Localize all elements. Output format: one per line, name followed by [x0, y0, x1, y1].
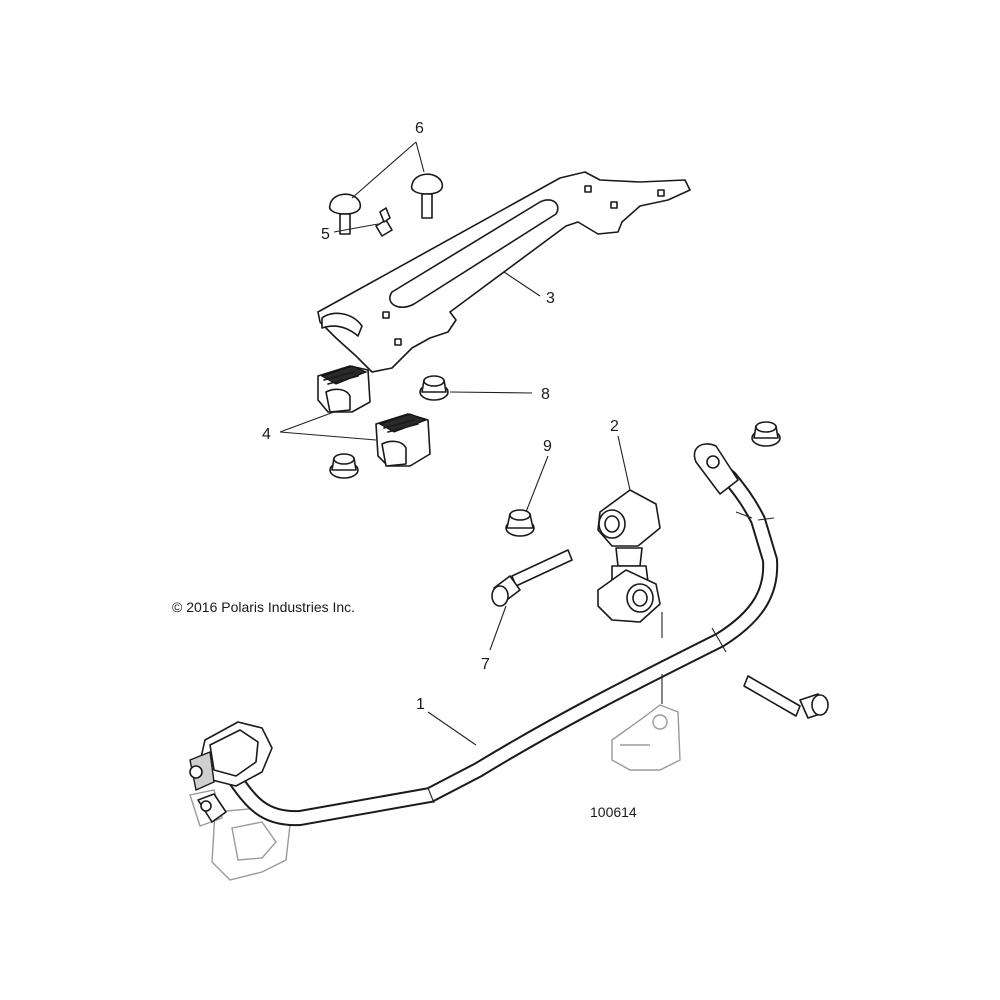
- flange-nut-item9: [505, 509, 535, 537]
- stabilizer-bar: [224, 443, 779, 827]
- callout-1: 1: [416, 696, 425, 713]
- end-link: [597, 489, 661, 623]
- callout-3: 3: [546, 290, 555, 307]
- carriage-bolt-right: [410, 173, 444, 219]
- mounting-bracket: [317, 171, 691, 373]
- copyright-notice: © 2016 Polaris Industries Inc.: [172, 599, 356, 615]
- grease-fitting: [375, 207, 393, 237]
- leader-lines: [279, 141, 663, 746]
- hex-bolt-item7: [491, 549, 573, 607]
- flange-nut-lower: [329, 453, 359, 479]
- callout-5: 5: [321, 226, 330, 243]
- flange-nut-right: [751, 421, 781, 447]
- carriage-bolt-left: [328, 193, 362, 235]
- callout-2: 2: [610, 418, 619, 435]
- flange-nut-upper: [419, 375, 449, 401]
- callout-7: 7: [481, 656, 490, 673]
- hex-bolt-right: [743, 675, 829, 719]
- callout-6: 6: [415, 120, 424, 137]
- figure-number: 100614: [590, 804, 637, 820]
- bar-end-bushing-assembly: [189, 721, 273, 823]
- callout-9: 9: [543, 438, 552, 455]
- bushing-upper: [317, 365, 371, 413]
- bushing-lower: [375, 413, 431, 467]
- callout-8: 8: [541, 386, 550, 403]
- callout-4: 4: [262, 426, 271, 443]
- frame-bracket-right: [611, 704, 681, 771]
